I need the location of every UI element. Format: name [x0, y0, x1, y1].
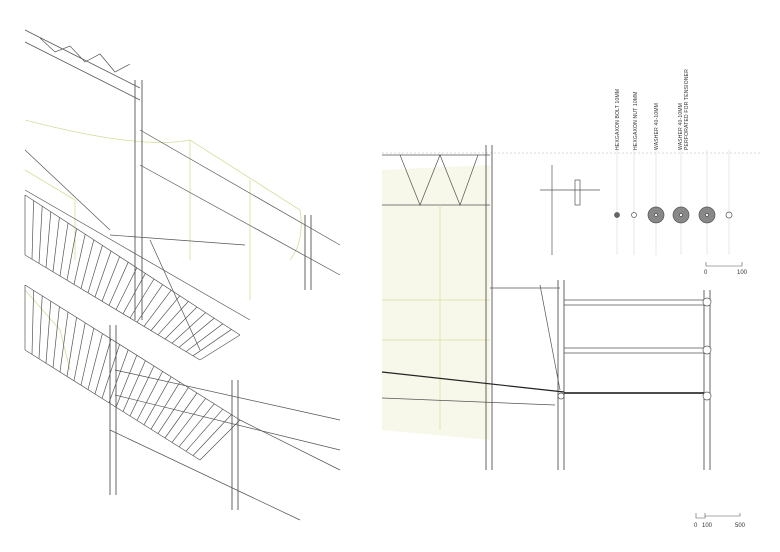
deck-slat [73, 234, 86, 285]
deck-slat [87, 245, 103, 293]
section-posts [485, 145, 711, 470]
rails [24, 129, 341, 451]
deck-slat [136, 284, 163, 323]
deck-slat [59, 222, 69, 277]
hardware-part [614, 212, 620, 218]
lower-deck [24, 284, 341, 521]
deck-slat [143, 289, 172, 327]
label-bolt: HEXGAXON BOLT 10MM [615, 89, 621, 150]
deck-slat [164, 392, 198, 439]
deck-slat [101, 344, 120, 399]
deck-slat [45, 301, 52, 364]
washer-hole [654, 213, 658, 217]
top-truss [24, 29, 141, 101]
label-washer-perforated: WASHER 40-10MM [678, 103, 684, 150]
deck-slat [157, 301, 189, 336]
deck-slat [52, 306, 60, 368]
section-truss [382, 154, 490, 206]
hardware-part [725, 211, 733, 219]
deck-slat [143, 376, 172, 425]
deck-slat [45, 211, 52, 268]
deck-slat [115, 267, 138, 310]
section-scale-start: 0 [694, 523, 698, 529]
section-scale-mid: 100 [702, 523, 713, 529]
deck-slat [199, 334, 241, 361]
deck-slat [38, 295, 43, 359]
upper-deck [24, 189, 251, 361]
hardware-part [631, 212, 637, 218]
hardware-labels: HEXGAXON BOLT 10MM HEXGAXON NUT 10MM WAS… [615, 69, 690, 150]
section-scale-end: 500 [735, 523, 746, 529]
hardware-detail [540, 150, 733, 255]
label-washer: WASHER 40-10MM [654, 103, 660, 150]
axonometric-view [24, 29, 341, 521]
deck-slat [80, 239, 95, 289]
deck-slat [185, 323, 224, 352]
deck-slat [192, 414, 232, 456]
deck-slat [38, 206, 43, 264]
deck-slat [31, 290, 34, 355]
section-guides [382, 205, 490, 430]
deck-slat [122, 360, 146, 412]
washer-hole [679, 213, 683, 217]
deck-slat [108, 349, 129, 403]
deck-slat [129, 365, 155, 417]
detail-scale-end: 100 [737, 270, 748, 276]
deck-slats [24, 195, 241, 461]
deck-slat [164, 306, 198, 340]
deck-slat [66, 317, 77, 377]
detail-scale-start: 0 [704, 270, 708, 276]
washer-hole [705, 213, 709, 217]
section-scale-bar [695, 513, 741, 519]
deck-slat [94, 250, 112, 298]
label-perforated-note: PERFORATED FOR TENSIONER [684, 69, 690, 150]
deck-slat [157, 387, 189, 434]
deck-slat [136, 371, 163, 421]
deck-slat [150, 382, 181, 430]
label-nut: HEXGAXON NUT 10MM [633, 91, 639, 150]
deck-slat [171, 398, 206, 443]
deck-slat [108, 262, 129, 306]
deck-slat [94, 338, 112, 395]
deck-slat [80, 328, 95, 386]
deck-slat [178, 317, 215, 348]
vertical-posts [109, 80, 312, 510]
section-view [381, 145, 760, 470]
deck-slat [66, 228, 77, 281]
deck-slat [185, 408, 224, 452]
section-couplers [557, 297, 712, 401]
deck-slat [31, 200, 34, 260]
deck-slat [115, 355, 138, 408]
section-rails [381, 284, 704, 406]
deck-slat [192, 329, 232, 357]
deck-slat [199, 419, 241, 461]
guide-lines [24, 119, 302, 371]
deck-slat [171, 312, 206, 344]
deck-slat [52, 217, 60, 272]
deck-slat [87, 333, 103, 390]
detail-scale-bar [705, 262, 743, 267]
deck-slat [101, 256, 120, 302]
deck-slat [59, 311, 69, 373]
deck-slat [178, 403, 215, 448]
deck-slat [73, 322, 86, 381]
deck-slat [150, 295, 181, 331]
